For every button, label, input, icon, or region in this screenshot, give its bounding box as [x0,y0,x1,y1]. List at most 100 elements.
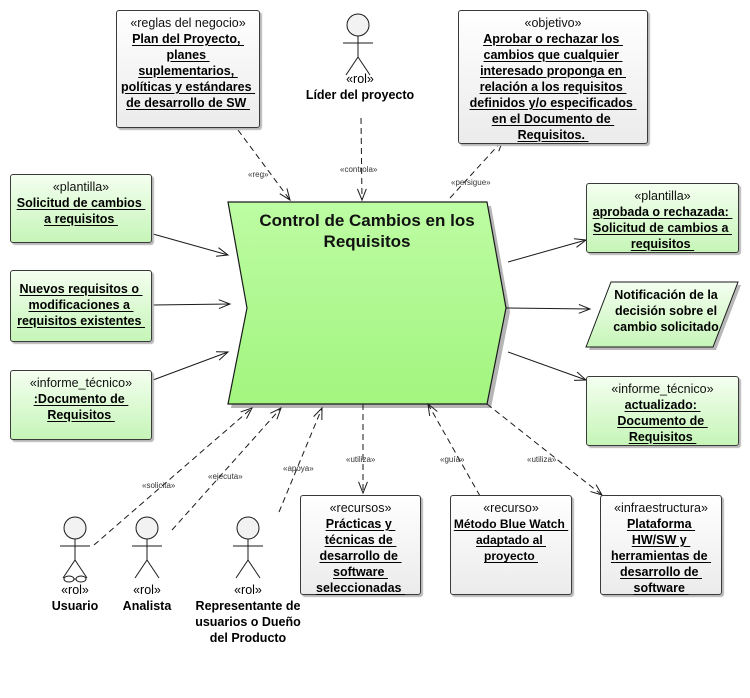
method-box[interactable]: «recurso» Método Blue Watch adaptado al … [450,495,572,595]
text-line: modificaciones a [28,298,134,312]
relation-label-reg: «reg» [248,170,269,179]
text-line: planes [166,48,210,62]
text-line: técnicas de [324,533,397,547]
report-out-name: actualizado: Documento de Requisitos [587,397,738,445]
text-line: HW/SW y [631,533,691,547]
actor-leader-figure[interactable] [343,13,373,76]
edge-controla-arrowhead [356,188,367,202]
edge-reg-arrowhead [279,188,291,202]
actor-analyst-label: «rol» Analista [112,582,182,614]
edge-solicita[interactable] [93,407,253,546]
text-line: software [633,581,689,595]
text-line: cambios que cualquier [483,48,623,62]
relation-label-utiliza-practices: «utiliza» [346,455,376,464]
practices-box[interactable]: «recursos» Prácticas y técnicas de desar… [300,495,421,595]
actor-head-icon [236,516,260,540]
text-line: actualizado: [624,398,701,412]
template-in-box[interactable]: «plantilla» Solicitud de cambios a requi… [10,174,152,243]
business-rules-name: Plan del Proyecto, planes suplementarios… [117,31,259,111]
objective-name: Aprobar o rechazar los cambios que cualq… [459,31,647,143]
actor-leader-name: Líder del proyecto [305,88,415,102]
edge-ejecuta-arrowhead [270,406,282,420]
text-line: del Producto [209,631,287,645]
actor-head-icon [63,516,87,540]
text-line: usuarios o Dueño [195,615,301,629]
relation-label-apoya: «apoya» [283,464,314,473]
text-line: en el Documento de [491,112,615,126]
platform-name: Plataforma HW/SW y herramientas de desar… [601,516,721,596]
edge-guia[interactable] [427,403,481,497]
template-out-box[interactable]: «plantilla» aprobada o rechazada: Solici… [586,183,739,253]
text-line: Plataforma [626,517,696,531]
actor-user-stereotype: «rol» [61,583,89,597]
template-out-stereotype: «plantilla» [634,189,691,203]
text-line: Nuevos requisitos o [19,282,143,296]
edge-utiliza-practices-arrowhead [358,481,368,495]
text-line: :Documento de [33,392,129,406]
objective-box[interactable]: «objetivo» Aprobar o rechazar los cambio… [458,10,648,144]
relation-label-persigue: «persigue» [451,178,491,187]
method-stereotype: «recurso» [483,501,539,515]
business-rules-box[interactable]: «reglas del negocio» Plan del Proyecto, … [116,10,260,128]
text-line: requisitos existentes [17,314,145,328]
platform-stereotype: «infraestructura» [614,501,708,515]
method-name: Método Blue Watch adaptado al proyecto [451,516,571,564]
text-line: herramientas de [610,549,712,563]
edge-new-requirements-arrowhead [218,299,232,310]
process-title: Control de Cambios en los Requisitos [259,211,475,251]
edge-persigue[interactable] [449,139,504,199]
actor-analyst-name: Analista [122,599,172,613]
text-line: desarrollo de [319,549,402,563]
actor-body-stroke [345,56,359,76]
practices-stereotype: «recursos» [329,501,392,515]
actor-body-stroke [235,559,249,579]
text-line: decisión sobre el [614,304,718,318]
edge-reg[interactable] [237,129,291,201]
relation-label-controla: «controla» [340,165,378,174]
template-out-name: aprobada o rechazada: Solicitud de cambi… [587,204,738,252]
text-line: Notificación de la [614,288,718,302]
edge-report-in[interactable] [152,351,229,381]
text-line: Método Blue Watch [453,517,569,531]
edge-notification-arrowhead [578,303,592,314]
edge-apoya-arrowhead [313,406,323,421]
edge-new-requirements[interactable] [152,303,231,306]
relation-label-solicita: «solicita» [142,481,176,490]
text-line: Requisitos [47,408,115,422]
actor-representative-name: Representante de usuarios o Dueño del Prod… [186,598,310,646]
edge-report-out[interactable] [507,351,587,381]
template-in-stereotype: «plantilla» [52,180,110,194]
actor-head-icon [135,516,159,540]
text-line: Solicitud de cambios a [593,221,732,235]
edge-template-out[interactable] [507,239,587,263]
edge-template-in[interactable] [152,233,229,256]
edge-apoya[interactable] [278,407,323,513]
actor-user-label: «rol» Usuario [40,582,110,614]
edge-ejecuta[interactable] [171,407,282,531]
edge-notification[interactable] [505,307,591,310]
text-line: desarrollo de [620,565,702,579]
platform-box[interactable]: «infraestructura» Plataforma HW/SW y her… [600,495,722,595]
report-out-box[interactable]: «informe_técnico» actualizado: Documento… [586,376,739,446]
actor-representative-figure[interactable] [233,516,263,579]
actor-body-stroke [146,559,160,579]
edge-solicita-arrowhead [240,407,254,419]
text-line: Representante de [195,599,301,613]
report-in-box[interactable]: «informe_técnico» :Documento de Requisit… [10,370,152,440]
edge-controla[interactable] [360,117,363,201]
text-line: Prácticas y [325,517,396,531]
actor-user-figure[interactable] [60,516,90,583]
notification-shape[interactable] [585,281,739,348]
actor-leader-stereotype: «rol» [346,72,374,86]
actor-body-stroke [357,56,371,76]
edge-utiliza-platform[interactable] [486,403,603,496]
text-line: Documento de [617,414,708,428]
actor-analyst-figure[interactable] [132,516,162,579]
template-in-name: Solicitud de cambios a requisitos [11,195,151,227]
text-line: Solicitud de cambios [16,196,146,210]
actor-body-stroke [62,559,76,579]
edge-report-in-arrowhead [215,351,230,361]
new-requirements-box[interactable]: Nuevos requisitos o modificaciones a req… [10,270,152,342]
